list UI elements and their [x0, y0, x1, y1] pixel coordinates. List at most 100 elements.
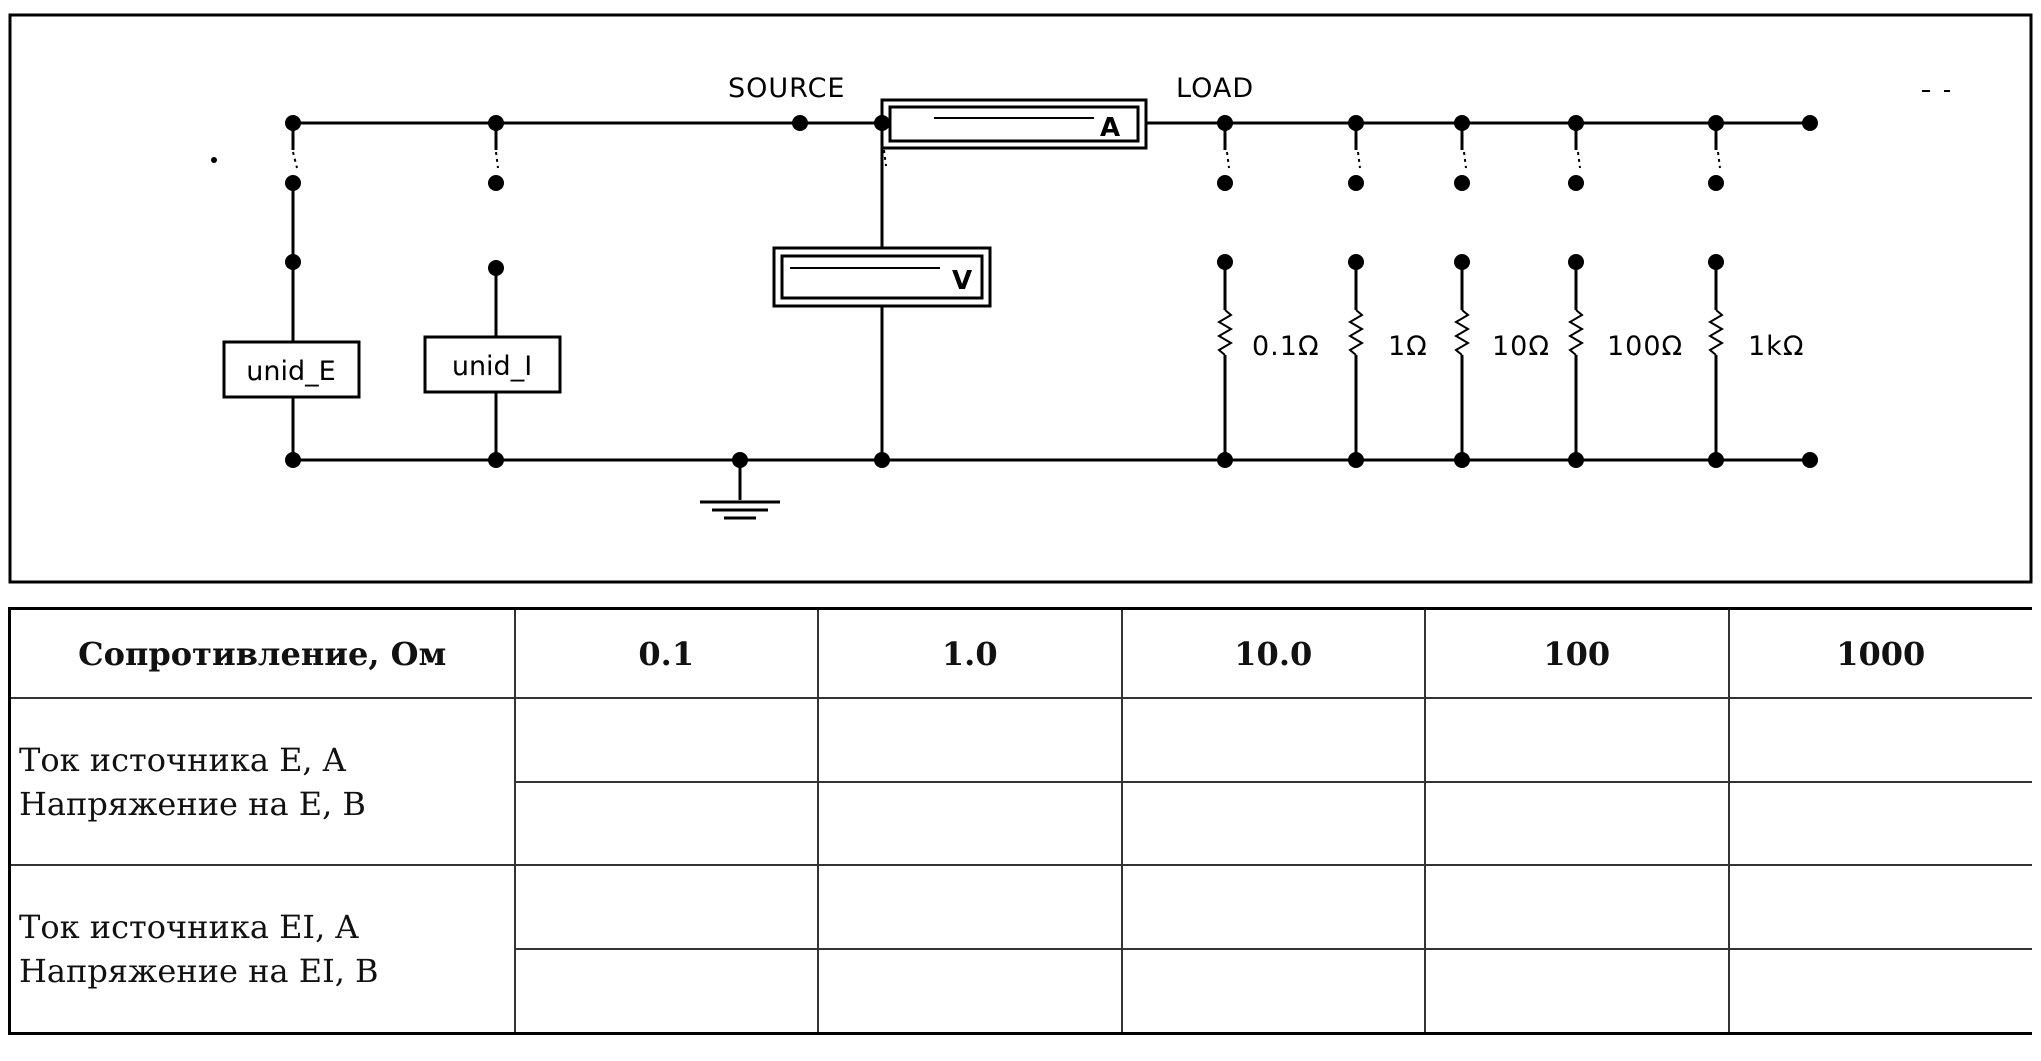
junction-node: [1802, 452, 1818, 468]
junction-node: [1568, 115, 1584, 131]
voltmeter-label: V: [952, 266, 972, 296]
load-branch: [1454, 123, 1470, 460]
results-table: Сопротивление, Ом 0.1 1.0 10.0 100 1000 …: [8, 607, 2032, 1035]
load-branch: [1568, 123, 1584, 460]
junction-node: [1454, 175, 1470, 191]
table-cell[interactable]: [1120, 864, 1426, 951]
table-cell[interactable]: [817, 780, 1123, 867]
load-label: LOAD: [1176, 73, 1254, 104]
source-i-box: [423, 335, 562, 394]
junction-node: [1708, 115, 1724, 131]
source-label: SOURCE: [728, 73, 845, 104]
table-cell[interactable]: [1424, 697, 1730, 783]
junction-node: [1454, 452, 1470, 468]
junction-node: [285, 175, 301, 191]
junction-node: [488, 115, 504, 131]
ammeter: [880, 98, 1148, 150]
junction-node: [488, 452, 504, 468]
junction-node: [1348, 175, 1364, 191]
junction-nodes: [285, 115, 1818, 468]
resistor-label: 100Ω: [1607, 331, 1683, 362]
junction-node: [285, 254, 301, 270]
header-cell: 100: [1424, 607, 1730, 699]
junction-node: [1454, 115, 1470, 131]
table-cell[interactable]: [513, 697, 819, 783]
junction-node: [1348, 254, 1364, 270]
table-cell[interactable]: [817, 948, 1123, 1035]
junction-node: [1708, 175, 1724, 191]
table-cell[interactable]: [817, 864, 1123, 951]
table-cell[interactable]: [1727, 697, 2032, 783]
resistor-symbol: [1568, 309, 1584, 356]
header-cell: 0.1: [513, 607, 819, 699]
table-cell[interactable]: [1727, 948, 2032, 1035]
row-label-line: Ток источника E, A: [19, 740, 346, 779]
row-label-line: Ток источника EI, A: [19, 908, 359, 947]
header-cell: 1.0: [817, 607, 1123, 699]
table-row: Ток источника EI, A Напряжение на EI, B: [8, 864, 2032, 1035]
table-cell[interactable]: [513, 780, 819, 867]
header-cell: 1000: [1727, 607, 2032, 699]
table-row: [10, 948, 2032, 1035]
table-cell[interactable]: [513, 864, 819, 951]
header-cell: 10.0: [1120, 607, 1426, 699]
source-e-branch: [222, 123, 361, 460]
junction-node: [1348, 452, 1364, 468]
junction-node: [1217, 115, 1233, 131]
load-branch: [1708, 123, 1724, 460]
row-label-line: Напряжение на EI, B: [19, 952, 379, 991]
load-branches: [1217, 123, 1724, 460]
source-i-label: unid_I: [452, 351, 532, 382]
junction-node: [1217, 452, 1233, 468]
load-branch: [1348, 123, 1364, 460]
resistor-symbol: [1454, 309, 1470, 356]
resistor-symbol: [1217, 309, 1233, 356]
table-cell[interactable]: [1120, 697, 1426, 783]
table-cell[interactable]: [817, 697, 1123, 783]
ammeter-label: A: [1100, 113, 1120, 143]
table-cell[interactable]: [1727, 780, 2032, 867]
junction-node: [792, 115, 808, 131]
junction-node: [874, 452, 890, 468]
junction-node: [1217, 254, 1233, 270]
junction-node: [874, 115, 890, 131]
junction-node: [1802, 115, 1818, 131]
ground-symbol: [700, 460, 780, 520]
junction-node: [1568, 175, 1584, 191]
table-cell[interactable]: [1120, 948, 1426, 1035]
row-label: Ток источника EI, A Напряжение на EI, B: [8, 864, 516, 1035]
junction-node: [1708, 254, 1724, 270]
header-cell: Сопротивление, Ом: [8, 607, 516, 699]
junction-node: [1568, 452, 1584, 468]
resistor-label: 1Ω: [1388, 331, 1428, 362]
source-e-box: [222, 340, 361, 399]
junction-node: [732, 452, 748, 468]
table-cell[interactable]: [1424, 948, 1730, 1035]
table-cell[interactable]: [1424, 780, 1730, 867]
row-label-line: Напряжение на E, B: [19, 784, 366, 823]
junction-node: [1568, 254, 1584, 270]
circuit-frame: [8, 13, 2033, 584]
table-cell[interactable]: [513, 948, 819, 1035]
voltmeter-branch: [772, 123, 992, 460]
table-cell[interactable]: [1120, 780, 1426, 867]
junction-node: [488, 260, 504, 276]
table-cell[interactable]: [1727, 864, 2032, 951]
junction-node: [488, 175, 504, 191]
junction-node: [285, 115, 301, 131]
resistor-label: 0.1Ω: [1252, 331, 1320, 362]
junction-node: [1348, 115, 1364, 131]
header-row: Сопротивление, Ом 0.1 1.0 10.0 100 1000: [8, 607, 2032, 699]
resistor-label: 1kΩ: [1748, 331, 1804, 362]
table-row: [10, 780, 2032, 867]
row-label: Ток источника E, A Напряжение на E, B: [8, 696, 516, 867]
source-i-branch: [423, 123, 562, 460]
load-branch: [1217, 123, 1233, 460]
junction-node: [1708, 452, 1724, 468]
resistor-symbol: [1708, 309, 1724, 356]
table-cell[interactable]: [1424, 864, 1730, 951]
junction-node: [1454, 254, 1470, 270]
